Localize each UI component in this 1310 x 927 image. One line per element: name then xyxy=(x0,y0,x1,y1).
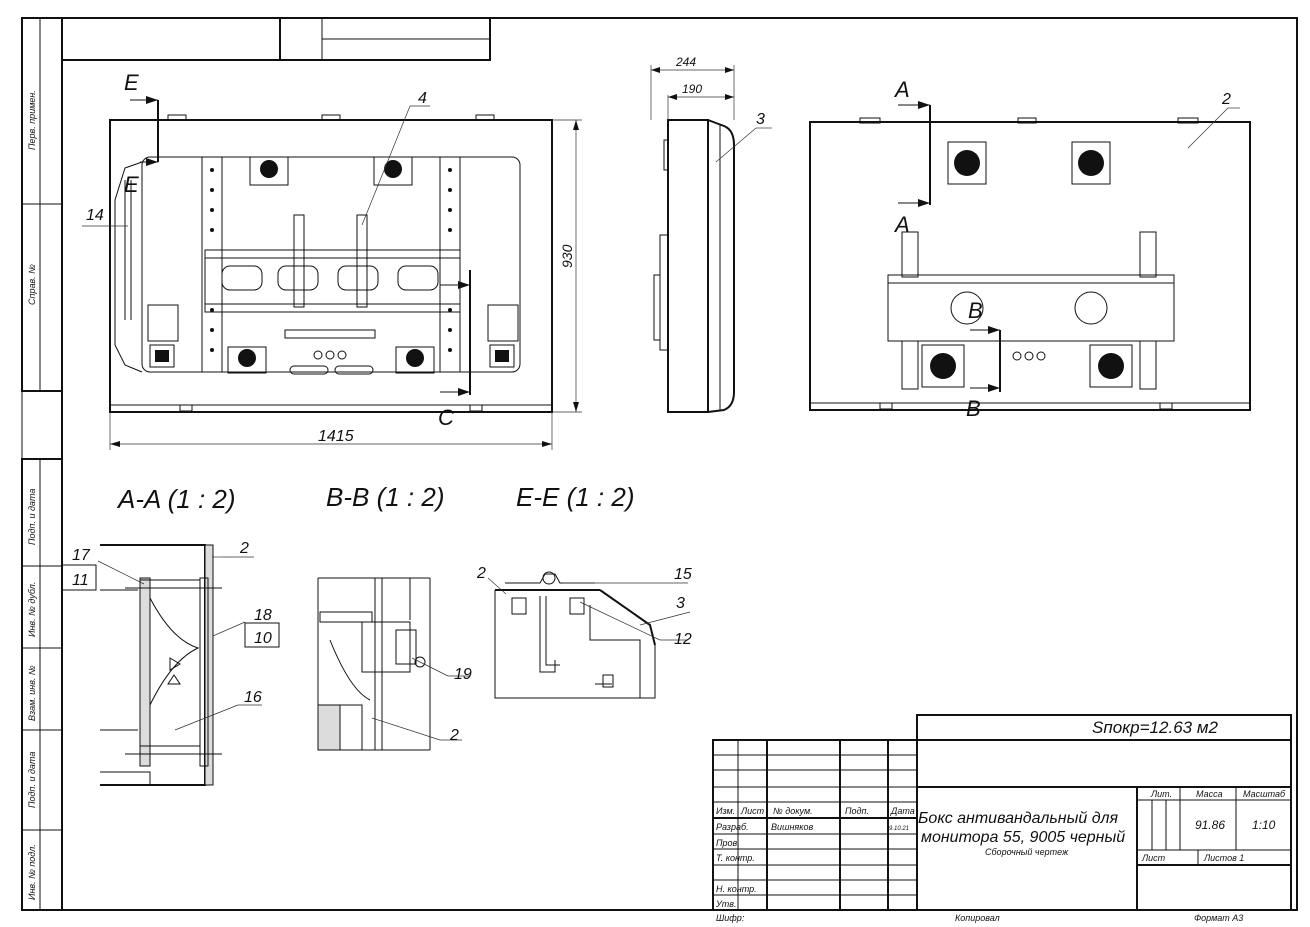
stamp-sprav-no: Справ. № xyxy=(27,264,37,305)
dim-244: 244 xyxy=(675,55,696,69)
section-aa-view xyxy=(61,544,280,786)
leader-4: 4 xyxy=(418,90,427,107)
aa-leader-16: 16 xyxy=(244,689,262,706)
leader-14: 14 xyxy=(86,207,104,224)
top-left-stamp xyxy=(61,17,491,61)
leader-2-back: 2 xyxy=(1221,91,1231,108)
tb-doc-type: Сборочный чертеж xyxy=(985,847,1069,857)
dim-width-1415: 1415 xyxy=(318,428,354,445)
section-b-bottom: B xyxy=(966,396,981,421)
back-view xyxy=(809,101,1251,411)
section-aa-title: A-A (1 : 2) xyxy=(116,484,236,514)
left-stamp-column xyxy=(21,17,63,911)
drawing-border xyxy=(61,17,1298,911)
ee-leader-12: 12 xyxy=(674,631,692,648)
section-ee-title: E-E (1 : 2) xyxy=(516,482,634,512)
tb-massa: 91.86 xyxy=(1195,818,1225,832)
tb-shifr: Шифр: xyxy=(716,913,745,923)
tb-h-list: Лист xyxy=(740,806,765,816)
section-ee-view xyxy=(487,571,691,699)
dim-190: 190 xyxy=(682,82,702,96)
tb-h-doc: № докум. xyxy=(773,806,813,816)
section-e-top: E xyxy=(124,70,139,95)
tb-h-izm: Изм. xyxy=(716,806,735,816)
bb-leader-19: 19 xyxy=(454,666,472,683)
stamp-inv-dubl: Инв. № дубл. xyxy=(27,582,37,637)
stamp-podp-data-2: Подп. и дата xyxy=(27,752,37,808)
section-a-top: A xyxy=(893,77,910,102)
aa-leader-11: 11 xyxy=(72,572,89,589)
tb-n-kontr: Н. контр. xyxy=(716,884,757,894)
section-a-bottom: A xyxy=(893,212,910,237)
leader-3-side: 3 xyxy=(756,111,765,128)
section-bb-title: B-B (1 : 2) xyxy=(326,482,444,512)
stamp-perv-primen: Перв. примен. xyxy=(27,90,37,150)
stamp-inv-podl: Инв. № подл. xyxy=(27,844,37,900)
tb-h-data: Дата xyxy=(890,806,915,816)
tb-prov: Пров. xyxy=(716,838,740,848)
section-e-bottom: E xyxy=(124,172,139,197)
tb-h-massa: Масса xyxy=(1196,789,1223,799)
aa-leader-10: 10 xyxy=(254,630,272,647)
aa-leader-17: 17 xyxy=(72,547,91,564)
side-view xyxy=(650,65,772,413)
stamp-vzam-inv: Взам. инв. № xyxy=(27,665,37,721)
tb-name-line1: Бокс антивандальный для xyxy=(918,810,1119,827)
aa-leader-18: 18 xyxy=(254,607,272,624)
tb-name-line2: монитора 55, 9005 черный xyxy=(921,829,1125,846)
coating-area: Sпокр=12.63 м2 xyxy=(1092,718,1218,737)
tb-utv: Утв. xyxy=(715,899,736,909)
tb-razrab-name: Вишняков xyxy=(771,822,813,832)
tb-masshtab: 1:10 xyxy=(1252,818,1276,832)
ee-leader-3: 3 xyxy=(676,595,685,612)
ee-leader-15: 15 xyxy=(674,566,692,583)
title-block-grid xyxy=(712,714,1292,911)
tb-list: Лист xyxy=(1141,853,1166,863)
tb-format: Формат А3 xyxy=(1194,913,1243,923)
tb-h-lit: Лит. xyxy=(1150,789,1172,799)
tb-h-masshtab: Масштаб xyxy=(1243,789,1286,799)
tb-t-kontr: Т. контр. xyxy=(716,853,755,863)
tb-razrab: Разраб. xyxy=(716,822,749,832)
ee-leader-2: 2 xyxy=(476,565,486,582)
front-view xyxy=(82,96,582,450)
bb-leader-2: 2 xyxy=(449,727,459,744)
section-c: C xyxy=(438,405,454,430)
tb-listov: Листов 1 xyxy=(1203,853,1244,863)
stamp-podp-data-1: Подп. и дата xyxy=(27,489,37,545)
section-bb-view xyxy=(317,577,470,751)
section-b-top: B xyxy=(968,298,983,323)
dim-height-930: 930 xyxy=(559,244,575,268)
tb-kopiroval: Копировал xyxy=(955,913,1000,923)
tb-razrab-date: 9.10.21 xyxy=(889,826,909,832)
aa-leader-2: 2 xyxy=(239,540,249,557)
tb-h-podp: Подп. xyxy=(845,806,869,816)
